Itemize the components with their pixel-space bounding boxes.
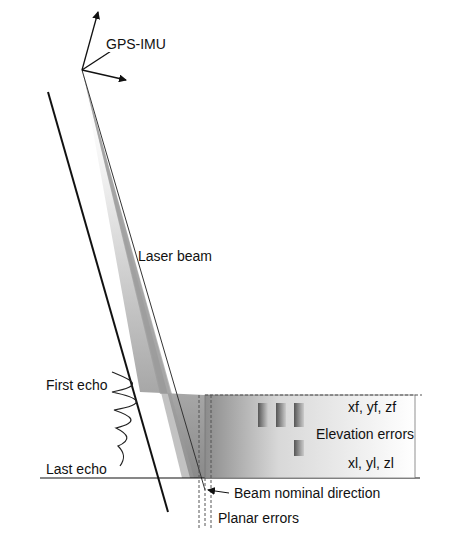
leader-arrow <box>208 490 229 493</box>
coordinate-label: xl, yl, zl <box>346 455 396 471</box>
echo-label: Last echo <box>44 461 109 477</box>
window <box>276 403 286 427</box>
window <box>294 403 304 427</box>
device-label: GPS-IMU <box>104 36 168 52</box>
beam-label: Laser beam <box>136 248 214 264</box>
echo-waveform <box>112 372 136 466</box>
echo-label: First echo <box>44 377 109 393</box>
planar-dash <box>211 395 212 528</box>
coordinate-label: xf, yf, zf <box>346 399 398 415</box>
beam-stripe <box>82 70 172 394</box>
error-label: Elevation errors <box>314 426 416 442</box>
beam-stripe <box>82 70 194 478</box>
error-label: Planar errors <box>216 510 301 526</box>
window <box>258 403 268 427</box>
planar-dash <box>199 395 200 528</box>
imu-axis <box>82 70 126 80</box>
door <box>294 440 304 456</box>
planar-dash <box>205 478 206 528</box>
direction-label: Beam nominal direction <box>232 485 382 501</box>
elevation-dash <box>205 395 422 396</box>
range-axis <box>48 92 168 512</box>
